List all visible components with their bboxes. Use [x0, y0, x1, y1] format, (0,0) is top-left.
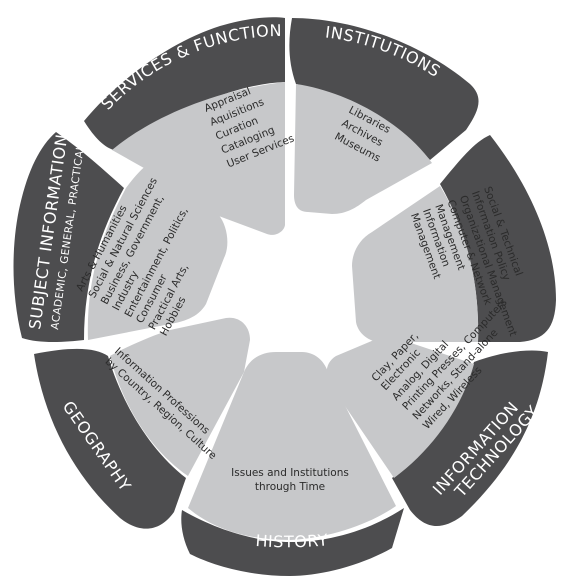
panel-services-functions [112, 82, 285, 235]
panel-geography [110, 317, 250, 476]
band-institutions [289, 18, 479, 160]
band-services-functions [84, 17, 285, 152]
panel-information-technology [326, 336, 474, 478]
panel-policy-management [352, 186, 479, 342]
band-geography [34, 348, 186, 529]
history-item: through Time [255, 481, 325, 493]
band-policy-management [440, 135, 556, 342]
panel-subject-information [87, 156, 228, 340]
history-item: Issues and Institutions [231, 467, 349, 479]
outer-bands [13, 17, 556, 576]
band-history [181, 508, 404, 576]
items-history: Issues and Institutions through Time [231, 467, 349, 493]
panel-institutions [294, 84, 432, 214]
inner-panels [87, 82, 479, 540]
panel-history [188, 352, 396, 540]
band-information-technology [392, 350, 548, 527]
label-history: HISTORY [255, 530, 329, 551]
band-subject-information [13, 132, 124, 342]
